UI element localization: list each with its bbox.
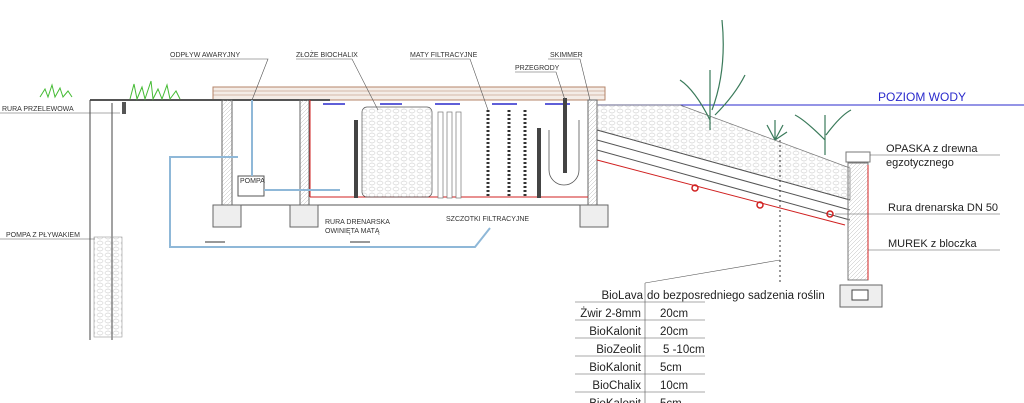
drain-pipe-label-1: RURA DRENARSKA xyxy=(325,219,390,226)
layer-name: BioKalonit xyxy=(589,398,642,403)
layer-header-desc: do bezposredniego sadzenia roślin xyxy=(647,290,825,302)
layer-thickness: 20cm xyxy=(660,308,688,320)
layer-name: BioChalix xyxy=(592,380,641,392)
layer-name: Żwir 2-8mm xyxy=(580,307,641,320)
layer-thickness: 5cm xyxy=(660,362,682,374)
drain-pipe-label-2: OWINIĘTA MATĄ xyxy=(325,228,380,235)
block-wall-label: MUREK z bloczka xyxy=(888,238,978,250)
biochalix-bed-label: ZŁOŻE BIOCHALIX xyxy=(296,50,358,59)
block-wall xyxy=(839,151,883,308)
drain-dn50-label: Rura drenarska DN 50 xyxy=(888,202,998,214)
filter-chamber xyxy=(212,98,609,228)
biochalix-bed-icon xyxy=(361,106,433,198)
water-level-label: POZIOM WODY xyxy=(878,90,966,104)
plant-icon xyxy=(679,19,852,155)
layer-thickness: 10cm xyxy=(660,380,688,392)
edging-label-2: egzotycznego xyxy=(886,157,954,169)
pump-label: POMPA xyxy=(240,178,265,185)
drain-pipe xyxy=(169,100,491,248)
skimmer-label: SKIMMER xyxy=(550,52,583,59)
float-pump-label: POMPA Z PŁYWAKIEM xyxy=(6,232,80,239)
layers-table: BioLava do bezposredniego sadzenia rośli… xyxy=(575,283,825,403)
layer-header-name: BioLava xyxy=(601,290,643,302)
wooden-deck xyxy=(212,86,606,101)
filter-brushes-label: SZCZOTKI FILTRACYJNE xyxy=(446,216,529,223)
layer-thickness: 20cm xyxy=(660,326,688,338)
layer-thickness: 5cm xyxy=(660,398,682,403)
layer-thickness: 5 -10cm xyxy=(663,344,705,356)
overflow-pipe-label: RURA PRZELEWOWA xyxy=(2,106,74,113)
filter-mats-label: MATY FILTRACYJNE xyxy=(410,52,478,59)
planted-slope xyxy=(596,104,851,283)
layer-name: BioZeolit xyxy=(596,344,642,356)
emergency-outflow-label: ODPŁYW AWARYJNY xyxy=(170,52,240,59)
edging-label-1: OPASKA z drewna xyxy=(886,143,978,155)
overflow-well xyxy=(89,100,126,340)
layer-name: BioKalonit xyxy=(589,326,642,338)
baffles-label: PRZEGRODY xyxy=(515,65,560,72)
grass-icon xyxy=(39,80,181,101)
layer-name: BioKalonit xyxy=(589,362,642,374)
